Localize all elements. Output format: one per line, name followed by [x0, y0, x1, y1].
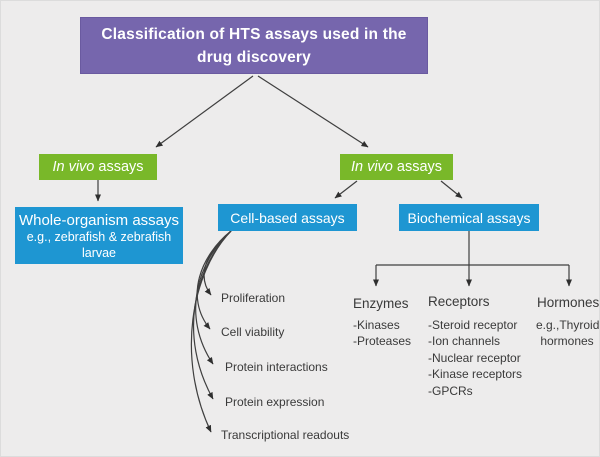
title-box: Classification of HTS assays used in the… — [80, 17, 428, 74]
list-item-transcriptional-readouts: Transcriptional readouts — [221, 428, 350, 442]
arrow-invivo-to-biochemical — [440, 180, 463, 199]
list-item-protein-interactions: Protein interactions — [225, 360, 328, 374]
biochemical-box: Biochemical assays — [399, 204, 539, 231]
receptors-item-gpcrs: -GPCRs — [428, 384, 473, 398]
in-vivo-right-italic: In vivo — [350, 159, 393, 175]
in-vivo-left-rest: assays — [98, 159, 144, 175]
list-item-cell-viability: Cell viability — [221, 325, 285, 339]
cell-based-box: Cell-based assays — [218, 204, 357, 231]
curve-to-proliferation — [203, 230, 232, 296]
receptors-item-nuclear: -Nuclear receptor — [428, 351, 521, 365]
arrow-title-to-invivo-left — [155, 75, 254, 148]
receptors-item-kinase-receptors: -Kinase receptors — [428, 367, 523, 381]
enzymes-item-kinases: -Kinases — [353, 318, 400, 332]
group-header-enzymes: Enzymes — [353, 296, 409, 311]
title-line-1: Classification of HTS assays used in the — [101, 25, 407, 43]
arrow-invivo-to-cellbased — [334, 180, 358, 199]
title-line-2: drug discovery — [197, 48, 311, 66]
whole-organism-title: Whole-organism assays — [18, 212, 180, 229]
in-vivo-right-box: In vivo assays — [340, 154, 453, 180]
enzymes-item-proteases: -Proteases — [353, 334, 412, 348]
group-header-hormones: Hormones — [537, 295, 600, 310]
arrow-title-to-invivo-right — [257, 75, 369, 148]
curve-to-cell-viability — [196, 230, 232, 330]
list-item-proliferation: Proliferation — [221, 291, 286, 305]
whole-organism-box: Whole-organism assays e.g., zebrafish & … — [15, 207, 183, 264]
in-vivo-right-rest: assays — [396, 159, 443, 175]
whole-organism-example-line2: larvae — [81, 245, 117, 260]
receptors-item-steroid: -Steroid receptor — [428, 318, 518, 332]
in-vivo-left-italic: In vivo — [52, 159, 95, 175]
group-header-receptors: Receptors — [428, 294, 490, 309]
in-vivo-left-box: In vivo assays — [39, 154, 157, 180]
hormones-example-line1: e.g.,Thyroid — [536, 318, 600, 332]
list-item-protein-expression: Protein expression — [225, 395, 325, 409]
receptors-item-ion-channels: -Ion channels — [428, 334, 501, 348]
whole-organism-example-line1: e.g., zebrafish & zebrafish — [26, 230, 172, 244]
hormones-example-line2: hormones — [540, 334, 594, 348]
